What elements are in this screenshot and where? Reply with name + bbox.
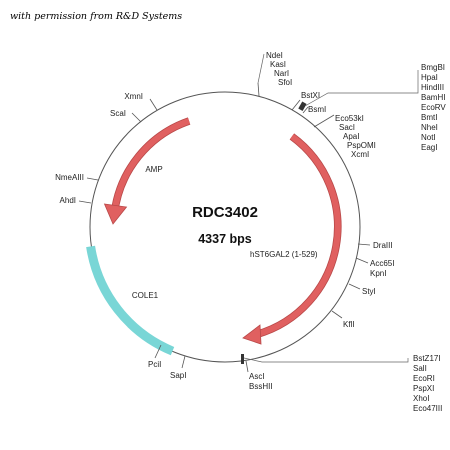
site-label-ndei: NdeI: [266, 51, 283, 60]
site-tick-kfli: [331, 310, 343, 319]
site-label-draiii: DraIII: [373, 241, 393, 250]
site-tick-draiii: [357, 243, 371, 246]
insert-arrowhead: [242, 324, 262, 345]
site-tick-acc65i: [355, 257, 369, 264]
site-tick-ahdi: [78, 200, 92, 204]
site-label-noti: NotI: [421, 133, 436, 142]
site-label-apai: ApaI: [343, 132, 359, 141]
site-tick-pcii: [154, 344, 162, 359]
amp-arrow-shaft: [111, 118, 191, 214]
site-label-nari: NarI: [274, 69, 289, 78]
insert-arrow-shaft: [256, 133, 341, 338]
site-tick-bstxi: [291, 99, 301, 111]
plasmid-name: RDC3402: [192, 204, 258, 221]
cole1-label: COLE1: [132, 291, 159, 300]
site-label-ecorv: EcoRV: [421, 103, 446, 112]
site-label-eagi: EagI: [421, 143, 437, 152]
amp-label: AMP: [145, 165, 162, 174]
site-label-hindiii: HindIII: [421, 83, 444, 92]
site-tick-scai: [131, 112, 142, 123]
cole1-feature-arc: [86, 245, 175, 356]
site-label-ecori: EcoRI: [413, 374, 435, 383]
site-label-styi: StyI: [362, 287, 376, 296]
site-tick-nmeaiii: [86, 177, 99, 181]
site-tick-asci: [245, 360, 249, 373]
backbone-circle: [89, 91, 361, 363]
site-label-kfli: KflI: [343, 320, 355, 329]
site-label-bamhi: BamHI: [421, 93, 445, 102]
leader-ndei-group: [257, 53, 265, 84]
site-label-bsmi: BsmI: [308, 105, 326, 114]
site-tick-sapi: [181, 355, 186, 369]
insert-arrow-outline: [256, 133, 342, 338]
site-tick-bsmi: [302, 106, 309, 114]
site-label-bsshii: BssHII: [249, 382, 273, 391]
site-label-xmni: XmnI: [124, 92, 143, 101]
amp-arrowhead: [103, 203, 128, 225]
site-label-xhoi: XhoI: [413, 394, 429, 403]
site-label-asci: AscI: [249, 372, 265, 381]
site-label-bstz17i: BstZ17I: [413, 354, 441, 363]
site-tick-styi: [348, 283, 361, 290]
site-label-eco47iii: Eco47III: [413, 404, 442, 413]
site-label-acc65i: Acc65I: [370, 259, 394, 268]
site-label-bstxi: BstXI: [301, 91, 320, 100]
leader-mcs-bottom: [243, 357, 409, 363]
site-label-bmti: BmtI: [421, 113, 437, 122]
insert-label: hST6GAL2 (1-529): [250, 250, 318, 259]
site-tick-eco53ki-group: [313, 114, 335, 128]
credit-text: with permission from R&D Systems: [10, 11, 182, 22]
site-label-pspxi: PspXI: [413, 384, 434, 393]
site-label-saci: SacI: [339, 123, 355, 132]
site-label-sfoi: SfoI: [278, 78, 292, 87]
site-label-nhei: NheI: [421, 123, 438, 132]
site-label-eco53ki: Eco53kI: [335, 114, 364, 123]
leader-mcs-top: [304, 70, 419, 107]
site-label-scai: ScaI: [110, 109, 126, 118]
site-label-bmgbi: BmgBI: [421, 63, 445, 72]
site-label-sali: SalI: [413, 364, 427, 373]
site-label-kasi: KasI: [270, 60, 286, 69]
plasmid-size: 4337 bps: [198, 232, 252, 246]
site-tick-ndei-group: [257, 82, 260, 97]
site-label-sapi: SapI: [170, 371, 186, 380]
site-label-nmeaiii: NmeAIII: [55, 173, 84, 182]
site-label-ahdi: AhdI: [60, 196, 76, 205]
site-tick-xmni: [149, 98, 158, 111]
site-label-pspomi: PspOMI: [347, 141, 376, 150]
site-label-hpai: HpaI: [421, 73, 438, 82]
site-label-xcmi: XcmI: [351, 150, 369, 159]
site-label-pcii: PciI: [148, 360, 161, 369]
site-label-kpni: KpnI: [370, 269, 386, 278]
site-block-bstxi: [298, 101, 307, 111]
site-block-mcs-bottom: [241, 354, 244, 364]
